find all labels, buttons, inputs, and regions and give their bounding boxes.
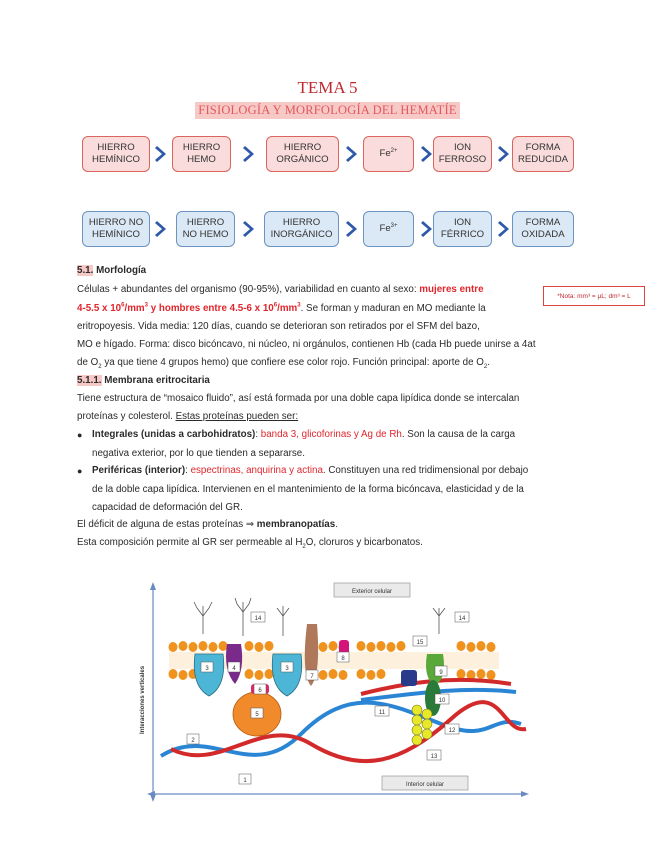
bullet-icon: ●	[77, 430, 83, 440]
svg-text:9: 9	[439, 670, 443, 676]
tag-6: 6	[253, 683, 267, 695]
svg-text:10: 10	[439, 698, 446, 704]
chevron-right-icon	[243, 220, 255, 238]
tag-12: 12	[444, 723, 460, 735]
paragraph-morphology-2: 4-5.5 x 106/mm3 y hombres entre 4.5-6 x …	[77, 302, 486, 314]
flow-box: Fe2+	[363, 136, 414, 172]
flow-box: Fe3+	[363, 211, 414, 247]
chevron-right-icon	[346, 145, 358, 163]
chevron-right-icon	[346, 220, 358, 238]
paragraph-morphology-5: de O2 ya que tiene 4 grupos hemo) que co…	[77, 357, 490, 370]
svg-text:3: 3	[285, 666, 289, 672]
chevron-right-icon	[243, 145, 255, 163]
tag-2: 2	[186, 733, 200, 745]
tag-4: 4	[227, 661, 241, 673]
tag-10: 10	[434, 693, 450, 705]
tag-5: 5	[250, 707, 264, 719]
page-title: TEMA 5	[297, 78, 358, 97]
tag-3a: 3	[200, 661, 214, 673]
interior-label: Interior celular	[406, 782, 444, 788]
tag-15: 15	[412, 635, 428, 647]
tag-14a: 14	[250, 611, 266, 623]
exterior-label: Exterior celular	[352, 589, 392, 595]
chevron-right-icon	[155, 145, 167, 163]
paragraph-permeability: Esta composición permite al GR ser perme…	[77, 537, 423, 550]
paragraph-morphology: Células + abundantes del organismo (90-9…	[77, 284, 484, 295]
chevron-right-icon	[155, 220, 167, 238]
list-item: ● Integrales (unidas a carbohidratos): b…	[77, 426, 597, 463]
paragraph-morphology-3: eritropoyesis. Vida media: 120 días, cua…	[77, 321, 480, 332]
section-heading: 5.1.1. Membrana eritrocitaria	[77, 375, 210, 386]
svg-text:8: 8	[341, 656, 345, 662]
tag-8: 8	[336, 651, 350, 663]
svg-text:11: 11	[379, 710, 386, 716]
tag-14b: 14	[454, 611, 470, 623]
note-box: *Nota: mm³ = μL; dm³ = L	[543, 286, 645, 306]
svg-text:7: 7	[310, 674, 314, 680]
svg-text:14: 14	[459, 616, 466, 622]
svg-text:13: 13	[431, 754, 438, 760]
chevron-right-icon	[421, 145, 433, 163]
paragraph-deficit: El déficit de alguna de estas proteínas …	[77, 519, 338, 530]
tag-11: 11	[374, 705, 390, 717]
chevron-right-icon	[498, 220, 510, 238]
svg-text:15: 15	[417, 640, 424, 646]
membrane-diagram: Interacciones verticales Exterior celula…	[140, 582, 529, 802]
paragraph-morphology-4: MO e hígado. Forma: disco bicóncavo, ni …	[77, 339, 536, 350]
svg-text:2: 2	[191, 738, 195, 744]
tag-13: 13	[426, 749, 442, 761]
axis-label: Interacciones verticales	[140, 665, 146, 734]
bullet-icon: ●	[77, 466, 83, 476]
chevron-right-icon	[421, 220, 433, 238]
svg-text:6: 6	[258, 688, 262, 694]
tag-3b: 3	[280, 661, 294, 673]
svg-text:12: 12	[449, 728, 456, 734]
svg-text:1: 1	[243, 778, 247, 784]
paragraph-membrane-2: proteínas y colesterol. Estas proteínas …	[77, 411, 299, 422]
svg-text:4: 4	[232, 666, 236, 672]
section-heading: 5.1. Morfología	[77, 265, 147, 276]
svg-text:14: 14	[255, 616, 262, 622]
page-subtitle: FISIOLOGÍA Y MORFOLOGÍA DEL HEMATÍE	[195, 102, 460, 119]
tag-7: 7	[305, 669, 319, 681]
list-item: ● Periféricas (interior): espectrinas, a…	[77, 462, 597, 518]
tag-9: 9	[434, 665, 448, 677]
svg-text:3: 3	[205, 666, 209, 672]
subtitle-wrap: FISIOLOGÍA Y MORFOLOGÍA DEL HEMATÍE	[0, 101, 655, 119]
tag-1: 1	[238, 773, 252, 785]
svg-text:5: 5	[255, 712, 259, 718]
chevron-right-icon	[498, 145, 510, 163]
paragraph-membrane-1: Tiene estructura de “mosaico fluido”, as…	[77, 393, 520, 404]
